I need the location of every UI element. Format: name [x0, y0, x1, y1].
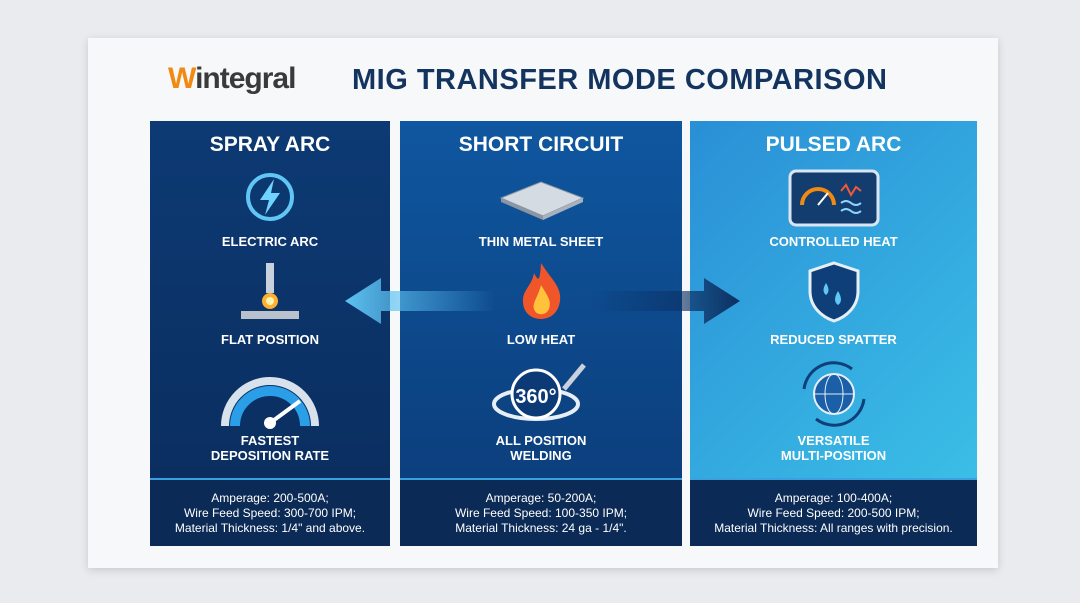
spec-thickness: Material Thickness: 24 ga - 1/4". [455, 521, 627, 535]
panel-heading: SPRAY ARC [209, 133, 331, 156]
360-label: 360° [515, 386, 556, 408]
spec-thickness: Material Thickness: 1/4" and above. [174, 521, 366, 535]
panel-short-circuit: SHORT CIRCUIT THIN METAL SHEET LOW HEAT … [400, 121, 682, 546]
feature-label: REDUCED SPATTER [770, 332, 897, 347]
logo-w: W [168, 62, 196, 95]
metal-sheet-icon [499, 181, 585, 220]
arrow-left-icon [345, 278, 495, 324]
arrow-right-icon [590, 278, 740, 324]
feature-label: LOW HEAT [506, 332, 576, 347]
gauge-icon [221, 377, 319, 429]
specs-box: Amperage: 50-200A; Wire Feed Speed: 100-… [400, 478, 682, 546]
panel-heading: PULSED ARC [765, 133, 902, 156]
weld-torch-icon [241, 263, 299, 319]
feature-label: VERSATILE MULTI-POSITION [780, 433, 887, 463]
globe-cycle-icon [802, 361, 865, 427]
feature-label: FLAT POSITION [221, 332, 319, 347]
feature-label: ELECTRIC ARC [221, 234, 319, 249]
monitor-gauge-icon [788, 169, 879, 227]
feature-label: THIN METAL SHEET [478, 234, 604, 249]
feature-label: ALL POSITION WELDING [495, 433, 587, 463]
page-title: MIG TRANSFER MODE COMPARISON [352, 64, 888, 96]
spec-amperage: Amperage: 200-500A; [211, 491, 329, 505]
panel-spray-arc: SPRAY ARC ELECTRIC ARC FLAT POSITION FAS… [150, 121, 390, 546]
spec-amperage: Amperage: 50-200A; [485, 491, 597, 505]
spec-wire-feed: Wire Feed Speed: 100-350 IPM; [454, 506, 628, 520]
lightning-icon [246, 173, 294, 221]
logo: Wintegral [168, 62, 296, 96]
flame-icon [522, 263, 561, 319]
specs-box: Amperage: 100-400A; Wire Feed Speed: 200… [690, 478, 977, 546]
specs-box: Amperage: 200-500A; Wire Feed Speed: 300… [150, 478, 390, 546]
logo-text: integral [195, 62, 296, 95]
spec-amperage: Amperage: 100-400A; [774, 491, 893, 505]
shield-droplets-icon [808, 261, 859, 323]
feature-label: CONTROLLED HEAT [769, 234, 898, 249]
feature-label: FASTEST DEPOSITION RATE [210, 433, 330, 463]
panel-pulsed-arc: PULSED ARC CONTROLLED HEAT REDUCED SPATT… [690, 121, 977, 546]
360-icon: 360° [492, 363, 586, 421]
spec-wire-feed: Wire Feed Speed: 300-700 IPM; [183, 506, 357, 520]
panel-heading: SHORT CIRCUIT [458, 133, 624, 156]
spec-wire-feed: Wire Feed Speed: 200-500 IPM; [747, 506, 920, 520]
spec-thickness: Material Thickness: All ranges with prec… [714, 521, 953, 535]
